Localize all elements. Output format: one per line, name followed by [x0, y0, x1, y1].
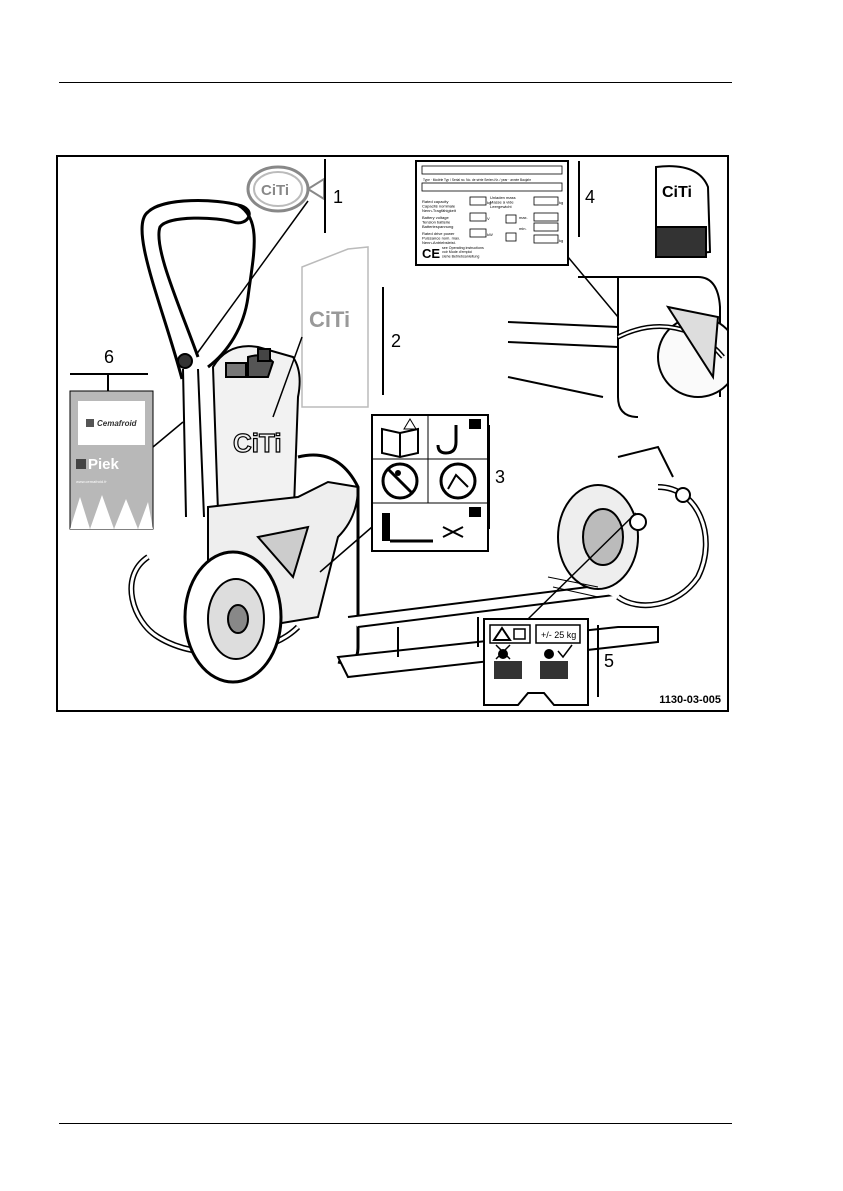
- crush-hazard-icon: [439, 462, 477, 500]
- callout-label-2: 2: [391, 331, 402, 351]
- callout-6-leaflet: Cemafroid Piek www.cemafroid.fr: [69, 373, 184, 530]
- warning-triangle-icon: [489, 624, 531, 644]
- hook-icon: [436, 419, 481, 455]
- callout-3-pictograms: [319, 414, 490, 573]
- plate-unit-v: V: [487, 216, 490, 221]
- decal-text: CiTi: [309, 307, 350, 332]
- figure-frame: CiTi CiTi CiTi: [56, 155, 729, 712]
- plate-unit-kw: kW: [487, 232, 493, 237]
- footer-rule: [59, 1123, 732, 1124]
- plate-unit-kg-2: kg: [559, 200, 563, 205]
- leaflet-product: Piek: [88, 456, 120, 473]
- logo-text: CiTi: [261, 182, 289, 199]
- rear-detail-drawing: CiTi: [507, 165, 727, 418]
- figure-id: 1130-03-005: [659, 694, 721, 706]
- plate-unit-kg-1: kg: [487, 200, 491, 205]
- weight-label: +/- 25 kg: [541, 630, 576, 640]
- callout-label-1: 1: [333, 187, 344, 207]
- header-rule: [59, 82, 732, 83]
- housing-logo: CiTi: [233, 428, 282, 458]
- plate-header: Type · Modèle Typ / Serial no. No. de sé…: [423, 178, 532, 182]
- rear-logo: CiTi: [662, 184, 692, 201]
- ce-mark: CE: [422, 246, 440, 261]
- plate-unit-kg-3: kg: [559, 238, 563, 243]
- forbidden-load-icon: [494, 644, 522, 679]
- leaflet-brand: Cemafroid: [97, 419, 138, 428]
- label-locations-illustration: CiTi CiTi CiTi: [69, 159, 727, 706]
- callout-label-3: 3: [495, 467, 506, 487]
- wheel-detail-drawing: [545, 436, 725, 611]
- allowed-load-icon: [540, 644, 573, 679]
- leaflet-url: www.cemafroid.fr: [76, 479, 107, 484]
- callout-label-5: 5: [604, 651, 615, 671]
- callout-4-plate: Type · Modèle Typ / Serial no. No. de sé…: [415, 160, 619, 318]
- manual-book-icon: [381, 418, 419, 459]
- no-riding-icon: [381, 462, 419, 500]
- truck-dimension-icon: [382, 507, 481, 543]
- callout-label-6: 6: [104, 347, 115, 367]
- plate-min: min.: [519, 226, 527, 231]
- callout-label-4: 4: [585, 187, 596, 207]
- plate-max: max.: [519, 215, 528, 220]
- callout-5-load-sticker: +/- 25 kg: [483, 512, 637, 706]
- callout-1-logo: CiTi: [195, 159, 326, 356]
- callout-2-decal: CiTi: [272, 246, 384, 418]
